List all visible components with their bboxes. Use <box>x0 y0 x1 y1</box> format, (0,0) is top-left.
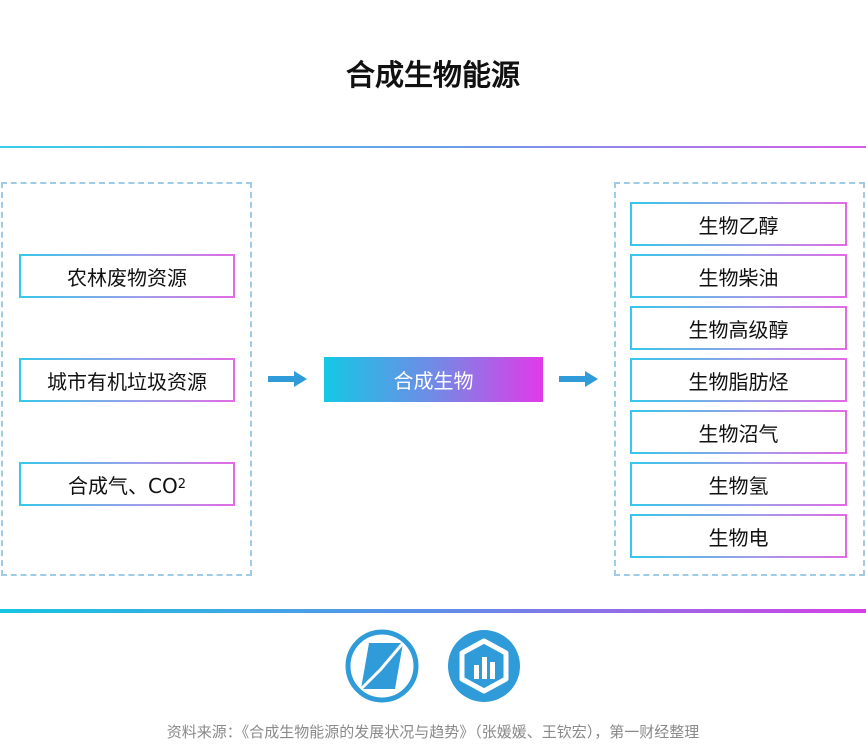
input-box-agri-forestry-waste: 农林废物资源 <box>19 254 235 298</box>
output-box-aliphatic-hydrocarbons: 生物脂肪烃 <box>630 358 847 402</box>
arrow-right-icon <box>559 371 598 387</box>
bottom-gradient-divider <box>0 609 866 613</box>
input-box-urban-organic-waste: 城市有机垃圾资源 <box>19 358 235 402</box>
data-bars-logo <box>448 630 520 702</box>
synthetic-biology-box: 合成生物 <box>324 357 543 402</box>
output-box-higher-alcohols: 生物高级醇 <box>630 306 847 350</box>
source-caption: 资料来源：《合成生物能源的发展状况与趋势》（张媛媛、王钦宏），第一财经整理 <box>166 723 700 741</box>
output-box-biodiesel: 生物柴油 <box>630 254 847 298</box>
arrow-right-icon <box>268 371 307 387</box>
output-box-bioelectricity: 生物电 <box>630 514 847 558</box>
top-gradient-divider <box>0 146 866 148</box>
output-box-bioethanol: 生物乙醇 <box>630 202 847 246</box>
outputs-panel <box>614 182 865 576</box>
output-box-biogas: 生物沼气 <box>630 410 847 454</box>
inputs-panel <box>1 182 252 576</box>
cbn-parallelogram-logo <box>345 629 419 703</box>
output-box-biohydrogen: 生物氢 <box>630 462 847 506</box>
diagram-title: 合成生物能源 <box>345 58 520 92</box>
